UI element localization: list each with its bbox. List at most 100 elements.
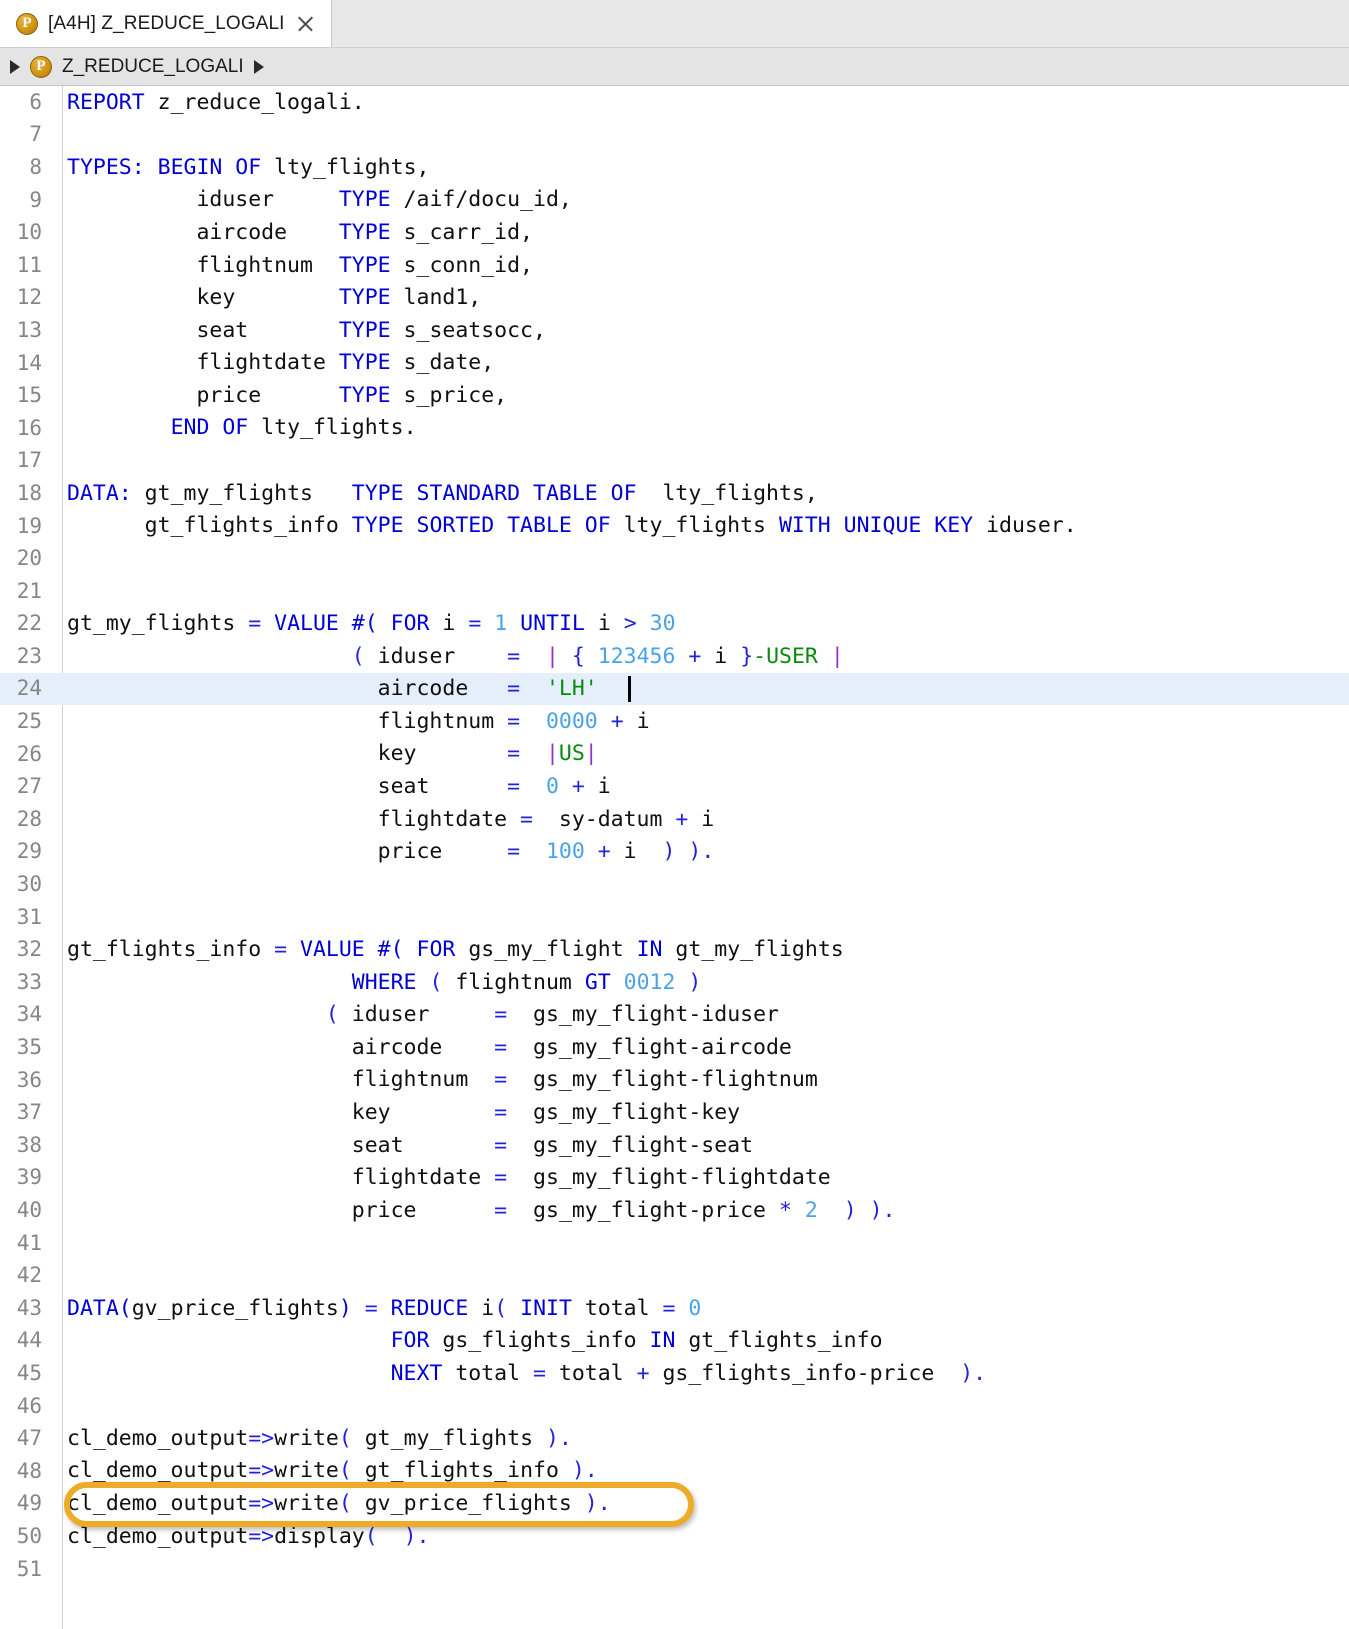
code-line-20[interactable]: 20 — [0, 542, 1349, 575]
line-number: 45 — [16, 1360, 42, 1385]
line-source: ( iduser = | { 123456 + i }-USER | — [351, 643, 844, 669]
line-source: ( iduser = gs_my_flight-iduser — [325, 1002, 779, 1028]
code-line-19[interactable]: 19 gt_flights_info TYPE SORTED TABLE OF … — [0, 510, 1349, 543]
line-number: 51 — [16, 1556, 42, 1581]
code-line-40[interactable]: 40 price = gs_my_flight-price * 2 ) ). — [0, 1194, 1349, 1227]
line-source: key = |US| — [67, 741, 598, 767]
code-line-24[interactable]: 24 aircode = 'LH' — [0, 672, 1349, 706]
code-line-16[interactable]: 16 END OF lty_flights. — [0, 412, 1349, 445]
close-icon[interactable] — [295, 13, 317, 35]
line-number: 19 — [16, 513, 42, 538]
code-line-28[interactable]: 28 flightdate = sy-datum + i — [0, 803, 1349, 836]
code-line-7[interactable]: 7 — [0, 119, 1349, 152]
line-source: REPORT z_reduce_logali. — [67, 89, 365, 115]
line-number: 6 — [29, 89, 42, 114]
code-line-13[interactable]: 13 seat TYPE s_seatsocc, — [0, 314, 1349, 347]
code-line-6[interactable]: 6 REPORT z_reduce_logali. — [0, 86, 1349, 119]
code-line-25[interactable]: 25 flightnum = 0000 + i — [0, 705, 1349, 738]
code-line-14[interactable]: 14 flightdate TYPE s_date, — [0, 347, 1349, 380]
code-line-45[interactable]: 45 NEXT total = total + gs_flights_info-… — [0, 1357, 1349, 1390]
code-line-17[interactable]: 17 — [0, 445, 1349, 478]
line-number: 12 — [16, 285, 42, 310]
line-source: price = gs_my_flight-price * 2 ) ). — [67, 1197, 896, 1223]
breadcrumb-item-program[interactable]: Z_REDUCE_LOGALI — [62, 55, 244, 77]
line-number: 15 — [16, 383, 42, 408]
code-line-36[interactable]: 36 flightnum = gs_my_flight-flightnum — [0, 1064, 1349, 1097]
line-source: seat = 0 + i — [67, 774, 611, 800]
line-number: 31 — [16, 904, 42, 929]
line-number: 28 — [16, 806, 42, 831]
code-line-46[interactable]: 46 — [0, 1390, 1349, 1423]
line-source: TYPES: BEGIN OF lty_flights, — [67, 154, 430, 180]
line-number: 17 — [16, 448, 42, 473]
code-line-37[interactable]: 37 key = gs_my_flight-key — [0, 1096, 1349, 1129]
line-source: flightnum = gs_my_flight-flightnum — [67, 1067, 818, 1093]
code-line-30[interactable]: 30 — [0, 868, 1349, 901]
line-number: 41 — [16, 1230, 42, 1255]
line-source: cl_demo_output=>write( gv_price_flights … — [67, 1491, 611, 1517]
code-line-29[interactable]: 29 price = 100 + i ) ). — [0, 836, 1349, 869]
line-number: 13 — [16, 317, 42, 342]
code-line-9[interactable]: 9 iduser TYPE /aif/docu_id, — [0, 184, 1349, 217]
gutter-divider — [62, 86, 63, 1629]
line-number: 24 — [16, 676, 42, 701]
code-line-33[interactable]: 33 WHERE ( flightnum GT 0012 ) — [0, 966, 1349, 999]
line-number: 30 — [16, 872, 42, 897]
line-source: flightdate TYPE s_date, — [67, 350, 495, 376]
line-source: flightnum = 0000 + i — [67, 708, 650, 734]
line-number: 42 — [16, 1263, 42, 1288]
code-line-51[interactable]: 51 — [0, 1553, 1349, 1586]
code-line-12[interactable]: 12 key TYPE land1, — [0, 282, 1349, 315]
abap-program-icon: P — [30, 55, 52, 78]
line-number: 50 — [16, 1523, 42, 1548]
line-source: key = gs_my_flight-key — [67, 1099, 741, 1125]
code-line-15[interactable]: 15 price TYPE s_price, — [0, 379, 1349, 412]
line-source: NEXT total = total + gs_flights_info-pri… — [390, 1360, 987, 1386]
line-number: 37 — [16, 1100, 42, 1125]
code-line-21[interactable]: 21 — [0, 575, 1349, 608]
line-number: 32 — [16, 937, 42, 962]
code-line-27[interactable]: 27 seat = 0 + i — [0, 770, 1349, 803]
line-number: 36 — [16, 1067, 42, 1092]
code-line-39[interactable]: 39 flightdate = gs_my_flight-flightdate — [0, 1162, 1349, 1195]
line-number: 23 — [16, 643, 42, 668]
code-line-38[interactable]: 38 seat = gs_my_flight-seat — [0, 1129, 1349, 1162]
code-line-34[interactable]: 34 ( iduser = gs_my_flight-iduser — [0, 999, 1349, 1032]
editor-tab-z-reduce-logali[interactable]: P [A4H] Z_REDUCE_LOGALI — [0, 0, 332, 47]
line-source: END OF lty_flights. — [170, 415, 417, 441]
expand-arrow-icon[interactable] — [10, 59, 20, 74]
line-number: 34 — [16, 1002, 42, 1027]
line-source: seat TYPE s_seatsocc, — [67, 317, 546, 343]
code-line-31[interactable]: 31 — [0, 901, 1349, 934]
editor-tab-bar: P [A4H] Z_REDUCE_LOGALI — [0, 0, 1349, 48]
code-line-10[interactable]: 10 aircode TYPE s_carr_id, — [0, 216, 1349, 249]
code-line-42[interactable]: 42 — [0, 1259, 1349, 1292]
line-source: DATA: gt_my_flights TYPE STANDARD TABLE … — [67, 480, 818, 506]
code-line-26[interactable]: 26 key = |US| — [0, 738, 1349, 771]
line-source: seat = gs_my_flight-seat — [67, 1132, 754, 1158]
line-number: 7 — [29, 122, 42, 147]
code-line-44[interactable]: 44 FOR gs_flights_info IN gt_flights_inf… — [0, 1325, 1349, 1358]
code-line-41[interactable]: 41 — [0, 1227, 1349, 1260]
line-source: cl_demo_output=>write( gt_flights_info )… — [67, 1458, 598, 1484]
code-line-23[interactable]: 23 ( iduser = | { 123456 + i }-USER | — [0, 640, 1349, 673]
code-line-11[interactable]: 11 flightnum TYPE s_conn_id, — [0, 249, 1349, 282]
line-number: 10 — [16, 220, 42, 245]
next-arrow-icon[interactable] — [253, 59, 264, 74]
code-line-35[interactable]: 35 aircode = gs_my_flight-aircode — [0, 1031, 1349, 1064]
line-number: 40 — [16, 1197, 42, 1222]
line-number: 11 — [16, 252, 42, 277]
line-source: WHERE ( flightnum GT 0012 ) — [351, 969, 702, 995]
line-source: flightdate = sy-datum + i — [67, 806, 715, 832]
